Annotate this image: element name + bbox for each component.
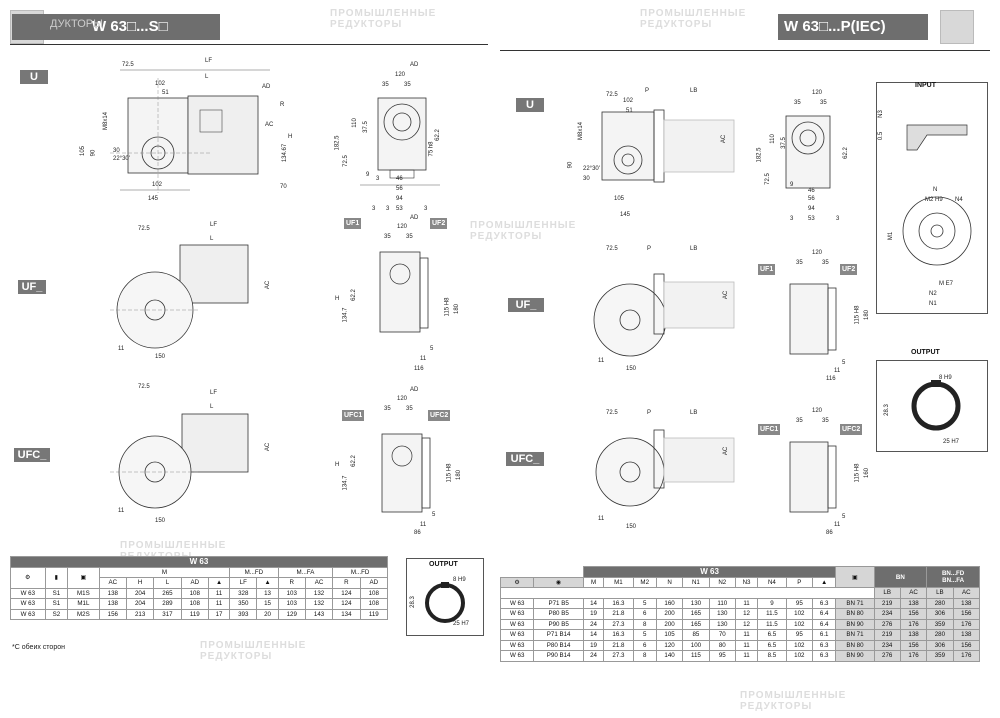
- drawing-u-front-iec: [601, 109, 735, 183]
- flange-tag-ufc2: UFC2: [840, 424, 863, 435]
- drawing-u-side: [360, 97, 440, 186]
- flange-tag-ufc1: UFC1: [342, 410, 365, 421]
- right-dimension-table: W 63 ▣ BN BN...FD BN...FA ⚙ ◉ M M1 M2 N …: [499, 566, 981, 662]
- flange-tag-ufc2: UFC2: [428, 410, 451, 421]
- output-bore-icon: [911, 380, 961, 431]
- footnote: *С обеих сторон: [12, 644, 65, 651]
- brand-logo: [940, 10, 974, 44]
- section-tag-ufc: UFC_: [14, 448, 50, 462]
- flange-tag-uf1: UF1: [344, 218, 362, 229]
- input-detail: INPUT N3 0.5 N M2 H9 N4 M1 N2 M E7 N1: [876, 82, 988, 314]
- flange-tag-uf2: UF2: [430, 218, 448, 229]
- left-dimension-table: W 63 ⚙ ▮ ▣ M M...FD M...FA M...FD AC H L…: [10, 556, 389, 620]
- gearbox-icon: ⚙: [10, 566, 46, 589]
- motor-icon: ▣: [835, 566, 875, 588]
- weight-icon: ▲: [256, 577, 279, 589]
- motor-icon: ▣: [67, 566, 100, 589]
- drawing-uf-side: [379, 251, 429, 333]
- drawing-u-front: [110, 69, 270, 193]
- divider-right: [500, 50, 990, 51]
- input-flange-side-icon: [906, 124, 968, 151]
- drawing-u-side-iec: [785, 115, 831, 189]
- input-flange-front-icon: [902, 196, 972, 266]
- drawing-ufc-front: [110, 413, 249, 509]
- shaft-icon: ▮: [44, 566, 69, 589]
- section-tag-u: U: [516, 98, 544, 112]
- output-bore-icon: [425, 582, 465, 623]
- page-title-left: W 63□...S□: [12, 14, 220, 40]
- drawing-uf-side-iec: [789, 283, 837, 355]
- flange-tag-uf2: UF2: [840, 264, 858, 275]
- drawing-uf-front-iec: [593, 273, 735, 357]
- page-title-right: W 63□...P(IEC): [778, 14, 928, 40]
- drawing-ufc-side: [381, 433, 431, 513]
- output-detail-right: OUTPUT 8 H9 28.3 25 H7: [876, 349, 988, 452]
- section-tag-uf: UF_: [508, 298, 544, 312]
- drawing-ufc-front-iec: [595, 429, 735, 507]
- watermark-left: ДУКТОРЫ: [50, 18, 103, 30]
- flange-icon: ◉: [533, 576, 584, 588]
- section-tag-uf: UF_: [18, 280, 46, 294]
- drawing-ufc-side-iec: [789, 441, 837, 513]
- drawing-uf-front: [110, 244, 249, 349]
- section-tag-ufc: UFC_: [506, 452, 544, 466]
- weight-icon: ▲: [812, 576, 837, 588]
- gearbox-icon: ⚙: [499, 576, 535, 588]
- output-detail-left: OUTPUT 8 H9 28.3 25 H7: [406, 558, 484, 636]
- flange-tag-uf1: UF1: [758, 264, 776, 275]
- weight-icon: ▲: [207, 577, 231, 589]
- flange-tag-ufc1: UFC1: [758, 424, 781, 435]
- section-tag-u: U: [20, 70, 48, 84]
- divider-left: [10, 44, 488, 45]
